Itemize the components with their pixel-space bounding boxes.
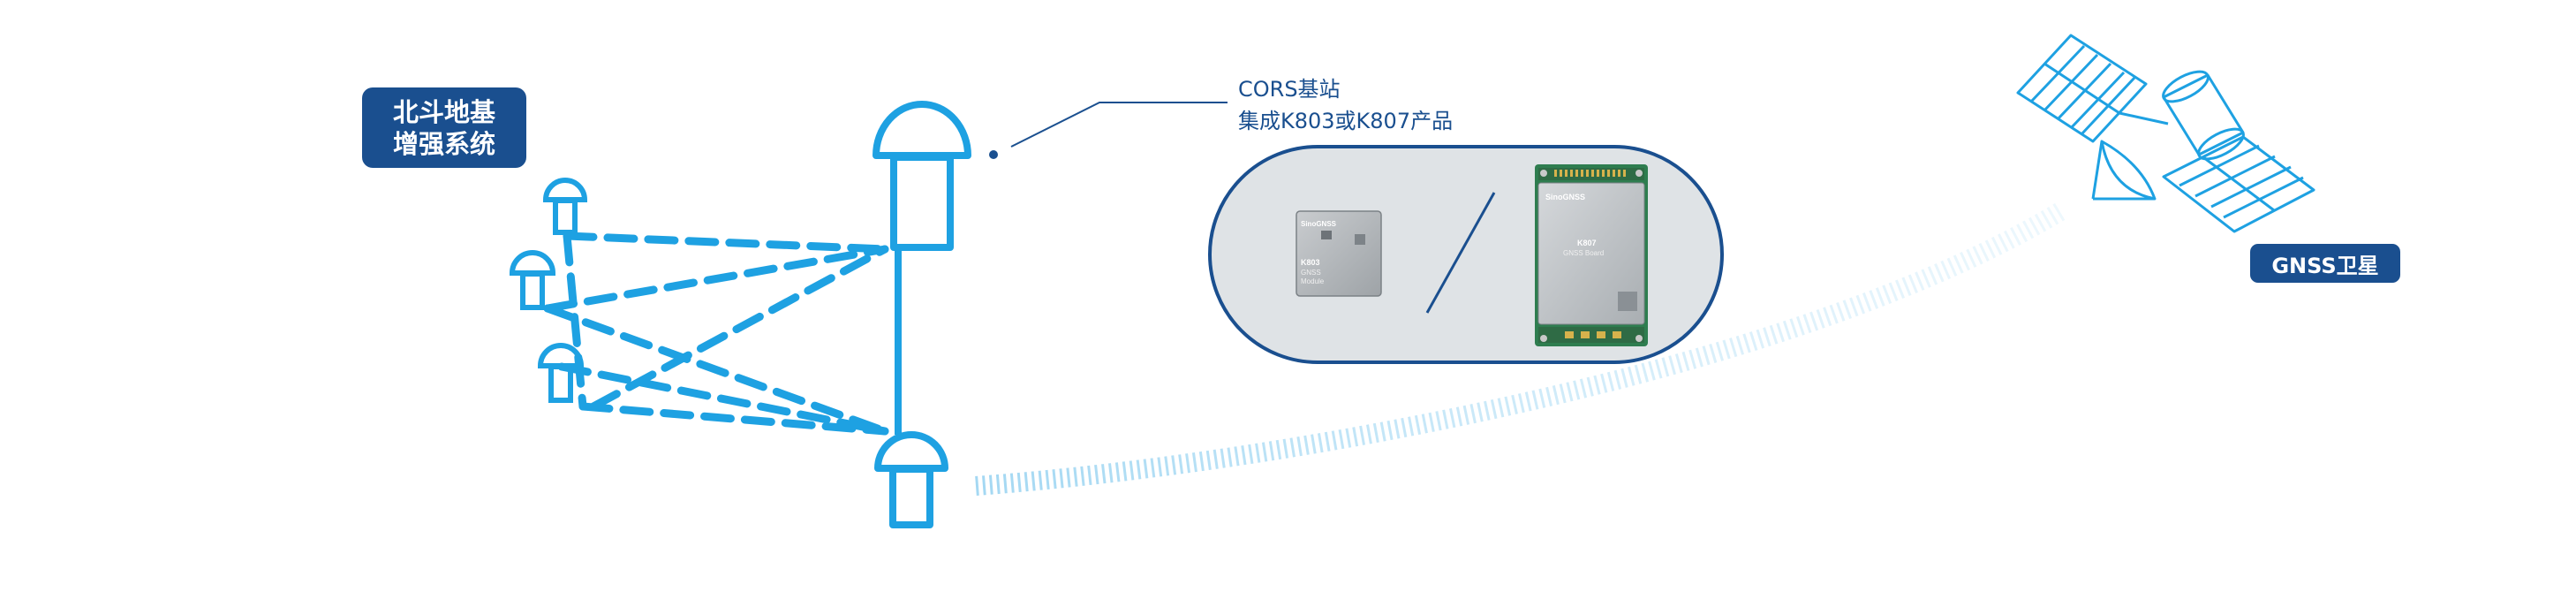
module-separator [1425,192,1496,314]
gnss-satellite-icon [2016,34,2315,233]
beidou-augmentation-label: 北斗地基 增强系统 [362,87,526,168]
k803-brand: SinoGNSS [1301,220,1337,228]
satellite-signal-wave [975,201,2067,496]
ground-station-antenna-3 [537,343,585,403]
cors-station-antenna [873,101,971,435]
gnss-satellite-label: GNSS卫星 [2250,244,2400,283]
ground-station-antenna-1 [542,178,588,235]
cors-product-caption: 集成K803或K807产品 [1238,109,1454,133]
k803-line2: Module [1301,277,1325,285]
k807-brand: SinoGNSS [1545,193,1585,201]
cors-callout-leader [989,102,1228,159]
k807-model: K807 [1577,239,1597,247]
k807-board-image: SinoGNSS K807 GNSS Board [1535,164,1648,346]
station-links [543,231,889,436]
cors-station-caption: CORS基站 [1238,77,1341,102]
base-antenna-lower [874,431,948,528]
ground-station-antenna-2 [509,250,556,310]
k807-line1: GNSS Board [1563,249,1604,257]
k803-model: K803 [1301,258,1320,267]
k803-line1: GNSS [1301,269,1321,277]
beidou-label-line1: 北斗地基 [392,96,495,127]
beidou-label-line2: 增强系统 [392,128,495,159]
k803-module-image: SinoGNSS K803 GNSS Module [1296,210,1382,297]
